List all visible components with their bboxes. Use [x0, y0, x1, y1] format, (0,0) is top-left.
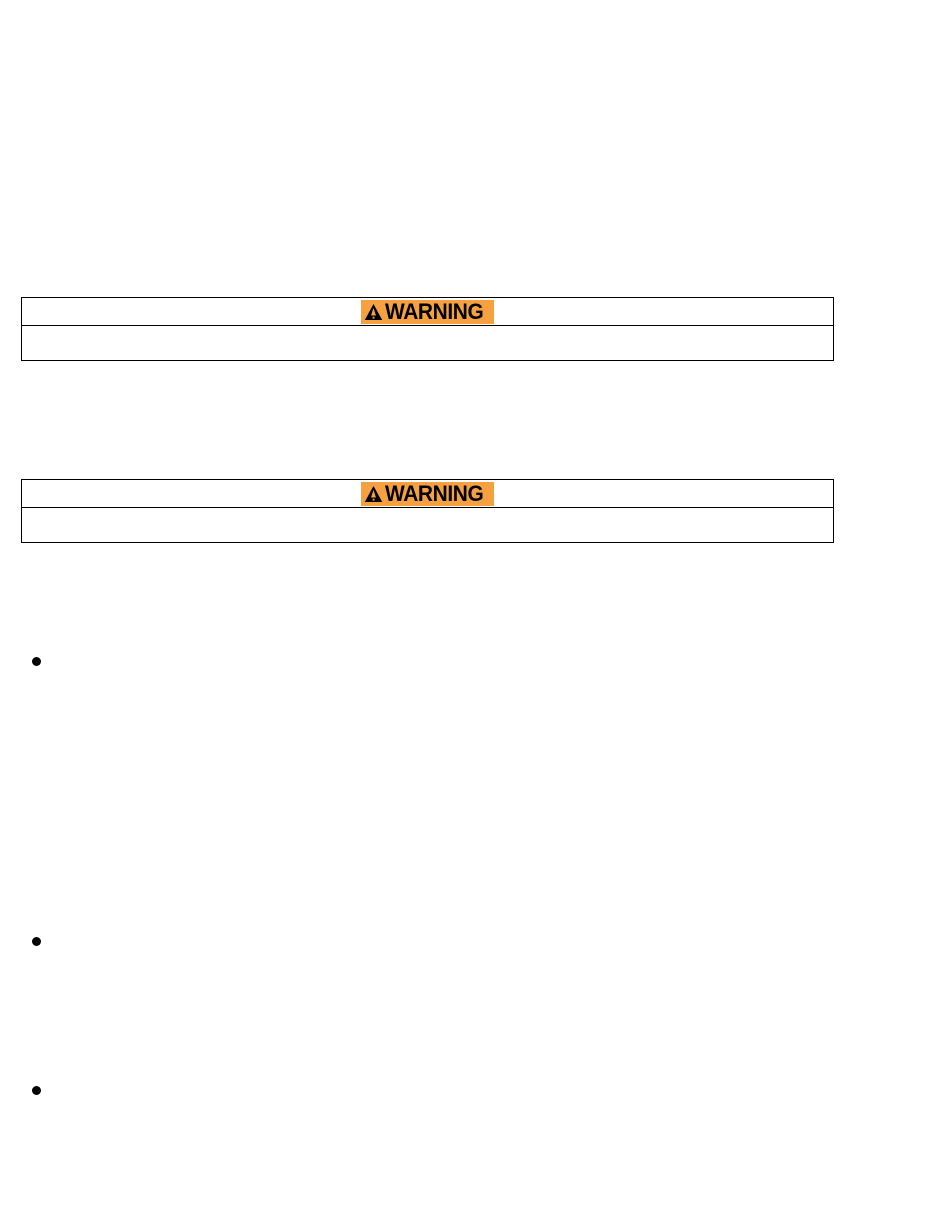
bullet-dot-icon [32, 657, 41, 666]
warning-callout-1: WARNING [21, 297, 834, 361]
warning-badge: WARNING [361, 480, 494, 506]
warning-triangle-icon [365, 485, 383, 502]
list-item [21, 933, 834, 947]
warning-badge-label: WARNING [385, 480, 484, 506]
warning-header-cell: WARNING [21, 479, 834, 508]
bullet-dot-icon [32, 937, 41, 946]
list-item-label [57, 653, 834, 667]
warning-body-row [21, 325, 834, 361]
warning-callout-2: WARNING [21, 479, 834, 543]
warning-triangle-icon [365, 303, 383, 320]
warning-body-cell [21, 325, 834, 361]
warning-badge-label: WARNING [385, 298, 484, 324]
warning-body-row [21, 507, 834, 543]
warning-header-row: WARNING [21, 297, 834, 326]
list-item-label [57, 1082, 834, 1096]
warning-body-cell [21, 507, 834, 543]
list-item [21, 1082, 834, 1096]
warning-badge: WARNING [361, 298, 494, 324]
bullet-dot-icon [32, 1086, 41, 1095]
list-item-label [57, 933, 834, 947]
list-item [21, 653, 834, 667]
warning-header-row: WARNING [21, 479, 834, 508]
warning-header-cell: WARNING [21, 297, 834, 326]
